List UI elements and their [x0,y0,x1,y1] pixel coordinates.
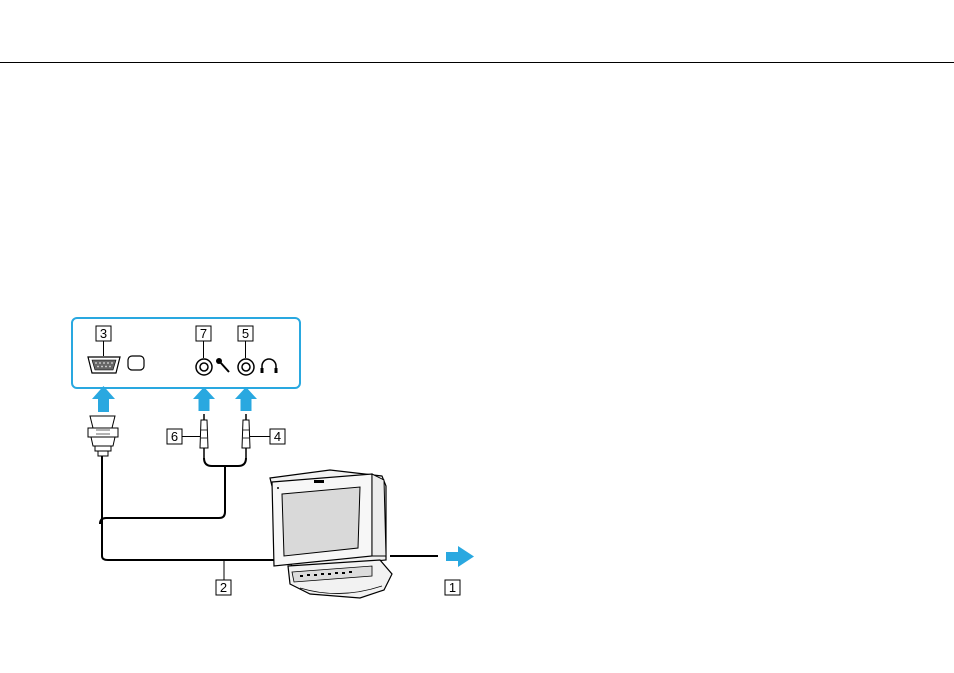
mic-audio-plug [200,414,208,458]
headphones-icon [261,359,278,373]
callout-3: 3 [96,326,111,356]
headphone-audio-plug [242,414,250,458]
display-symbol-icon [128,356,144,370]
callout-4-label: 4 [274,429,281,444]
mic-jack [196,359,212,375]
vga-plug [88,416,118,456]
callout-1-label: 1 [449,580,456,595]
callout-7: 7 [196,326,211,358]
callout-1: 1 [445,580,460,595]
callout-4: 4 [250,429,285,444]
callout-3-label: 3 [100,326,107,341]
connect-arrow-headphone-icon [235,387,257,411]
callout-6-label: 6 [171,429,178,444]
microphone-icon [216,358,229,372]
connect-arrow-mic-icon [193,387,215,411]
monitor-port-icon [88,357,120,373]
callout-2: 2 [216,560,231,595]
cables [100,456,438,560]
connect-arrow-monitor-icon [92,386,115,412]
external-monitor [270,470,392,598]
callout-6: 6 [167,429,200,444]
callout-2-label: 2 [220,580,227,595]
callout-7-label: 7 [200,326,207,341]
headphone-jack [238,359,254,375]
power-arrow-icon [446,546,474,567]
callout-5-label: 5 [242,326,249,341]
callout-5: 5 [238,326,253,358]
